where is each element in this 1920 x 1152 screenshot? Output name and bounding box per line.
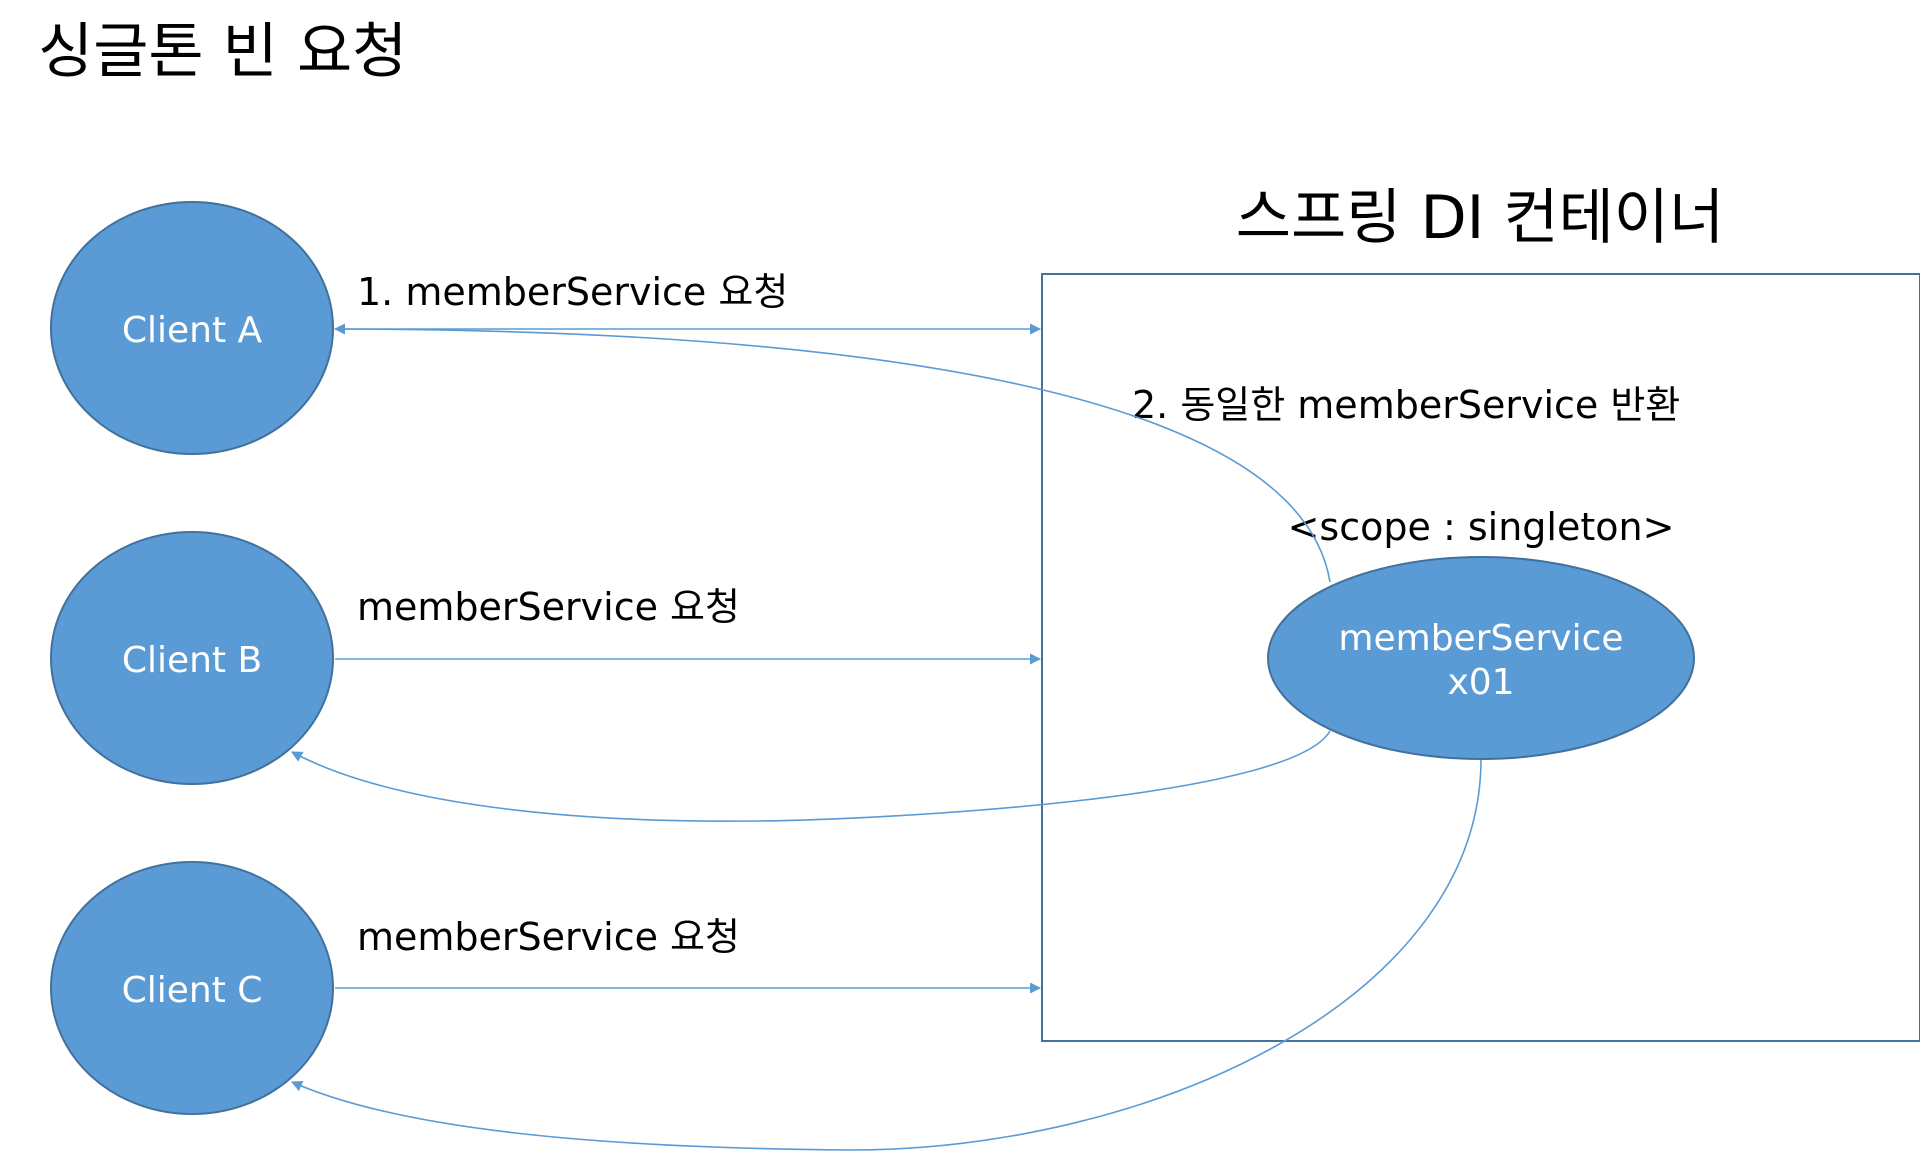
return-arrow-c (290, 759, 1482, 1151)
return-label: 2. 동일한 memberService 반환 (1132, 383, 1680, 427)
client-c-node (50, 861, 334, 1115)
bean-name: memberService (1338, 618, 1623, 659)
spring-di-container (1041, 273, 1920, 1042)
client-a-request-label: 1. memberService 요청 (357, 270, 788, 314)
diagram-title: 싱글톤 빈 요청 (38, 17, 407, 87)
client-b-node (50, 531, 334, 785)
member-service-bean (1267, 556, 1695, 760)
client-b-label: Client B (122, 640, 262, 681)
client-c-label: Client C (122, 970, 263, 1011)
container-title: 스프링 DI 컨테이너 (1236, 183, 1724, 253)
return-arrow-a (333, 323, 1331, 583)
client-a-node (50, 201, 334, 455)
client-c-request-label: memberService 요청 (357, 915, 740, 959)
client-a-label: Client A (122, 310, 263, 351)
bean-id: x01 (1447, 662, 1514, 703)
scope-label: <scope : singleton> (1288, 505, 1675, 549)
return-arrow-b (291, 730, 1331, 822)
client-b-request-label: memberService 요청 (357, 585, 740, 629)
